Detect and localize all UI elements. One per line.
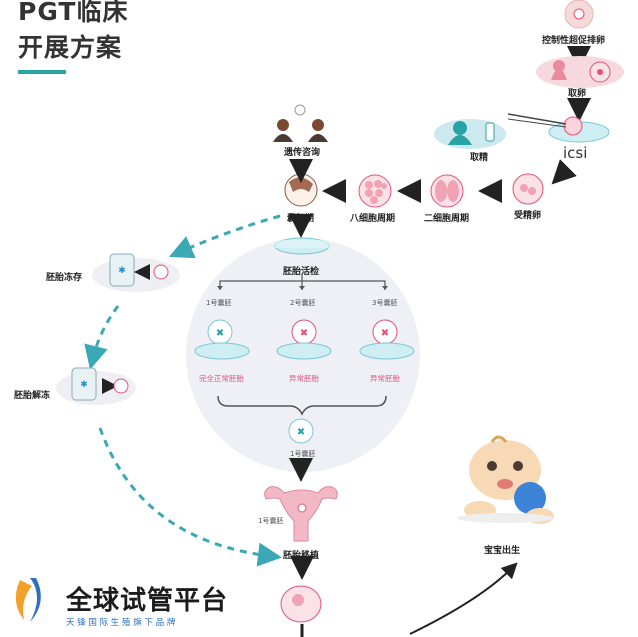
label-biopsy: 胚胎活检 xyxy=(283,267,320,277)
label-stimulation: 控制性超促排卵 xyxy=(542,36,606,46)
title-underline xyxy=(18,70,66,74)
woman-icon xyxy=(551,69,567,80)
baby-icon xyxy=(457,435,554,524)
brand-name: 全球试管平台 xyxy=(66,586,229,616)
label-sperm-retrieval: 取精 xyxy=(470,153,489,163)
label-birth: 宝宝出生 xyxy=(484,546,521,556)
label-freeze: 胚胎冻存 xyxy=(46,273,83,283)
label-counseling: 遗传咨询 xyxy=(284,148,321,158)
brand-logo-icon xyxy=(15,578,41,622)
uterus-icon xyxy=(264,486,338,542)
embryo-3-name: 3号囊胚 xyxy=(372,299,398,307)
selected-embryo-label: 1号囊胚 xyxy=(290,450,316,458)
egg-retrieval-bg xyxy=(536,56,624,88)
selected-embryo-icon xyxy=(288,418,314,444)
man-icon xyxy=(453,121,467,135)
title-line2: 开展方案 xyxy=(18,33,123,62)
embryo-group-2: ✖ xyxy=(276,319,332,360)
embryo-2-result: 异常胚胎 xyxy=(289,374,319,383)
svg-text:✱: ✱ xyxy=(80,380,88,390)
embryo-1-name: 1号囊胚 xyxy=(206,299,232,307)
label-thaw: 胚胎解冻 xyxy=(14,391,51,401)
label-blastocyst: 囊胚期 xyxy=(287,214,315,224)
svg-text:✖: ✖ xyxy=(381,328,389,339)
embryo-group-1: ✖ xyxy=(194,319,250,360)
counselor-icon xyxy=(277,119,289,131)
label-icsi: icsi xyxy=(563,144,588,162)
transfer-embryo-label: 1号囊胚 xyxy=(258,517,284,525)
label-two-cell: 二细胞周期 xyxy=(424,214,470,224)
brand-tagline: 天 锋 国 际 生 殖 旗 下 品 牌 xyxy=(66,618,176,628)
dash-arrow-freeze xyxy=(169,214,281,259)
dash-arrow-thaw xyxy=(84,305,120,370)
svg-text:✱: ✱ xyxy=(118,266,126,276)
embryo-3-result: 异常胚胎 xyxy=(370,374,400,383)
embryo-1-result: 完全正常胚胎 xyxy=(199,374,244,383)
title-line1: PGT临床 xyxy=(18,0,129,26)
selection-brace xyxy=(217,395,387,416)
svg-text:✖: ✖ xyxy=(297,427,305,438)
client-icon xyxy=(312,119,324,131)
thaw-tank-icon xyxy=(71,367,97,401)
svg-text:✖: ✖ xyxy=(216,328,224,339)
label-egg-retrieval: 取卵 xyxy=(568,89,587,99)
dash-arrow-transfer xyxy=(98,427,282,567)
fertilized-egg-icon xyxy=(512,173,544,205)
embryo-group-3: ✖ xyxy=(359,319,415,360)
svg-text:✖: ✖ xyxy=(300,328,308,339)
birth-arrow xyxy=(409,562,518,635)
label-eight-cell: 八细胞周期 xyxy=(350,214,396,224)
label-transfer: 胚胎移植 xyxy=(283,551,320,561)
embryo-2-name: 2号囊胚 xyxy=(290,299,316,307)
label-fertilized-egg: 受精卵 xyxy=(514,211,542,221)
